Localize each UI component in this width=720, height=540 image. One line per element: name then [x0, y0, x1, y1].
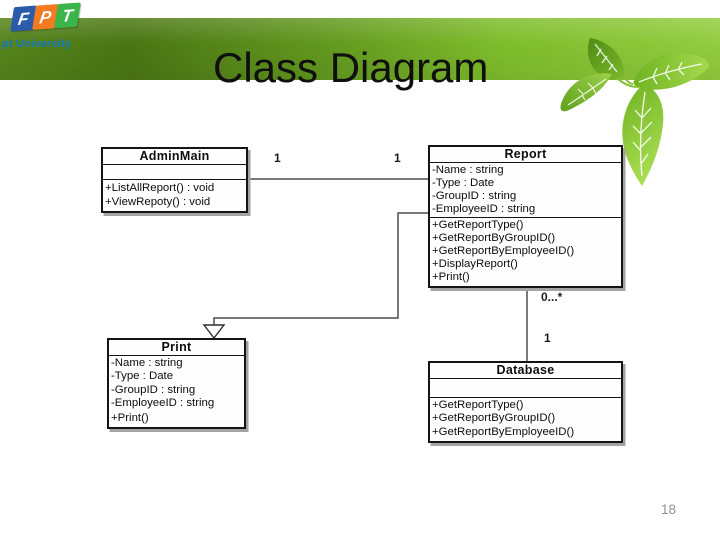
uml-member: -GroupID : string [111, 383, 196, 396]
uml-member: -EmployeeID : string [432, 203, 536, 215]
uml-class-print: Print -Name : string-Type : Date-GroupID… [107, 338, 246, 430]
uml-class-name: Report [504, 147, 547, 161]
logo-subtitle: pt University [2, 38, 72, 50]
uml-attributes [103, 164, 246, 179]
multiplicity-label: 1 [274, 151, 281, 165]
uml-member: -GroupID : string [432, 190, 517, 202]
uml-member: -Type : Date [432, 177, 495, 189]
uml-member: -Name : string [111, 357, 183, 369]
leaf-vein [632, 91, 653, 177]
uml-class-database: Database +GetReportType()+GetReportByGro… [428, 361, 623, 444]
uml-member: +DisplayReport() [432, 258, 518, 270]
uml-class-name: Database [496, 363, 555, 377]
uml-methods: +ListAllReport() : void +ViewRepoty() : v… [103, 179, 246, 211]
page-title: Class Diagram [213, 44, 489, 91]
uml-member: +GetReportType() [432, 219, 524, 231]
uml-member: -Type : Date [111, 370, 174, 383]
uml-methods: +GetReportType()+GetReportByGroupID()+Ge… [430, 217, 621, 286]
uml-member: +GetReportByEmployeeID() [432, 245, 575, 257]
page-number: 18 [661, 502, 677, 517]
uml-member: +GetReportByEmployeeID() [432, 425, 575, 438]
uml-methods: +Print() [109, 412, 244, 427]
uml-attributes: -Name : string-Type : Date-GroupID : str… [430, 162, 621, 217]
uml-member: +ViewRepoty() : void [105, 196, 211, 208]
uml-attributes [430, 378, 621, 397]
leaves-decoration-icon [560, 38, 709, 186]
multiplicity-label: 1 [394, 151, 401, 165]
uml-class-report: Report -Name : string-Type : Date-GroupI… [428, 145, 623, 288]
multiplicity-label: 1 [544, 331, 551, 345]
uml-class-name: AdminMain [139, 149, 210, 163]
uml-attributes: -Name : string-Type : Date-GroupID : str… [109, 355, 244, 412]
multiplicity-label: 0...* [541, 290, 563, 304]
uml-member: +GetReportByGroupID() [432, 412, 556, 425]
uml-member: +ListAllReport() : void [105, 182, 215, 194]
uml-member: +GetReportType() [432, 399, 524, 411]
leaf-vein [594, 43, 618, 73]
uml-member: +GetReportByGroupID() [432, 232, 556, 244]
uml-methods: +GetReportType()+GetReportByGroupID()+Ge… [430, 397, 621, 441]
uml-class-adminmain: AdminMain +ListAllReport() : void +ViewRe… [101, 147, 248, 213]
uml-member: +Print() [111, 411, 149, 424]
leaf-vein [567, 78, 607, 106]
generalization-arrowhead-icon [202, 324, 226, 340]
uml-member: -EmployeeID : string [111, 397, 215, 410]
uml-member: +Print() [432, 271, 470, 283]
leaf-icon [622, 84, 664, 186]
leaf-vein [638, 61, 703, 85]
uml-class-name: Print [161, 340, 192, 354]
uml-member: -Name : string [432, 164, 504, 176]
generalization-report-print-line [213, 212, 430, 325]
fpt-logo: F P T pt University [2, 2, 81, 50]
